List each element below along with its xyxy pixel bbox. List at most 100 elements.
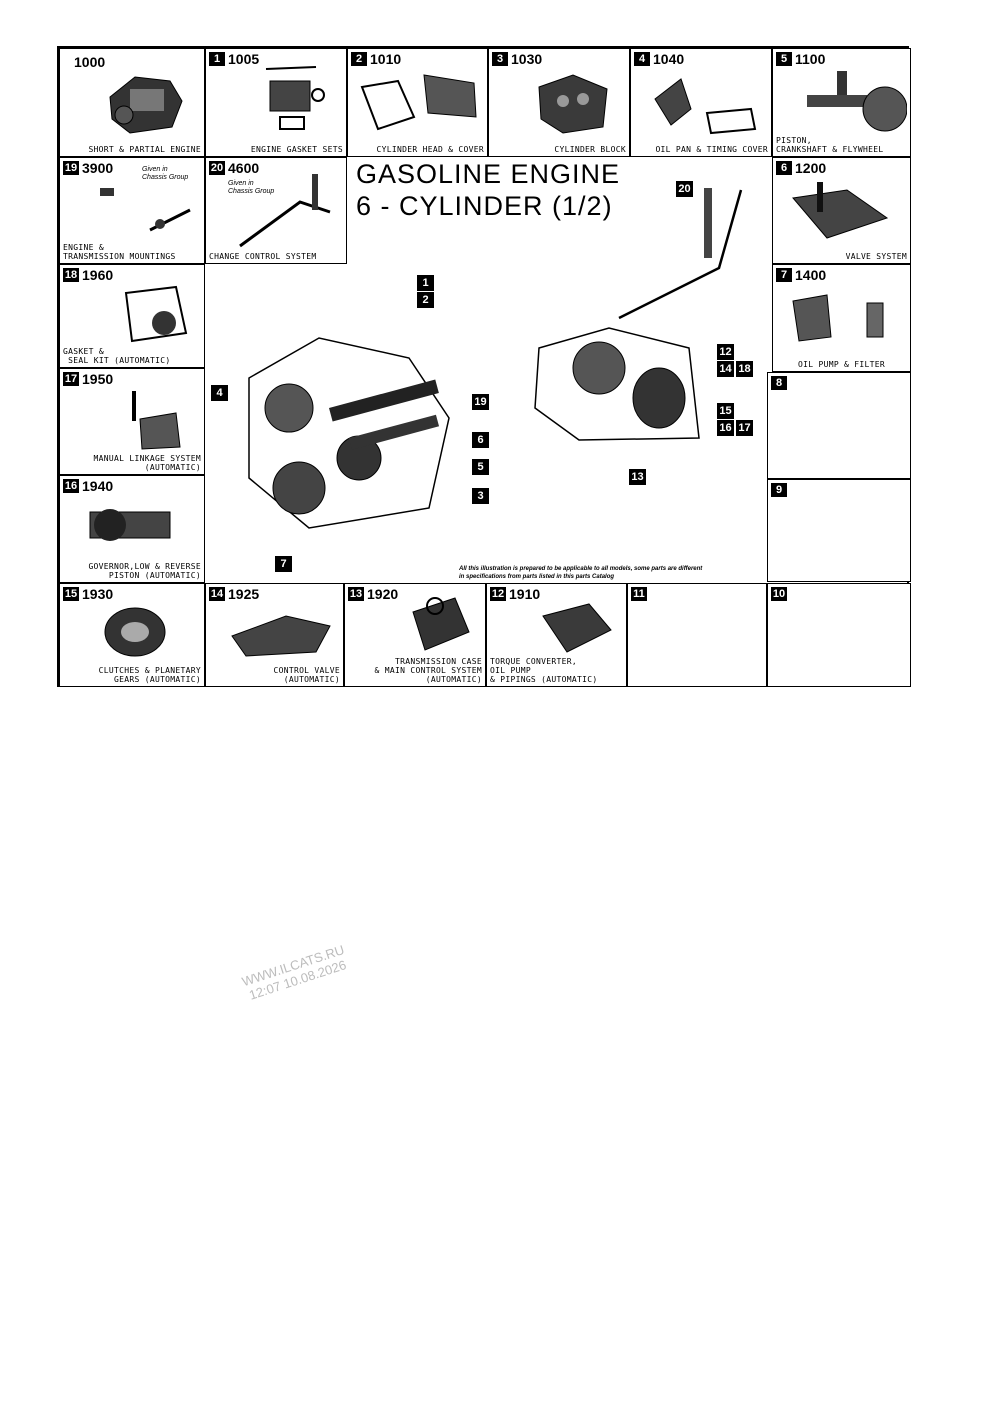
ref-badge: 3 (492, 52, 508, 66)
callout-5[interactable]: 5 (472, 459, 489, 475)
callout-2[interactable]: 2 (417, 292, 434, 308)
ref-badge: 17 (63, 372, 79, 386)
governor-illustration (89, 509, 171, 541)
valve-system-illustration (792, 182, 889, 239)
callout-20[interactable]: 20 (676, 181, 693, 197)
cell-label: MANUAL LINKAGE SYSTEM (AUTOMATIC) (93, 454, 201, 472)
transmission-case-illustration (412, 597, 470, 651)
callout-4[interactable]: 4 (211, 385, 228, 401)
cell-label: CHANGE CONTROL SYSTEM (209, 252, 317, 261)
given-in-note: Given in Chassis Group (142, 166, 189, 181)
ref-badge: 6 (776, 161, 792, 175)
oil-pan-illustration (654, 78, 757, 135)
cell-label: CYLINDER HEAD & COVER (376, 145, 484, 154)
transmission-assembly-diagram (534, 188, 743, 441)
ref-badge: 1 (209, 52, 225, 66)
cell-11[interactable]: 11 (627, 583, 767, 687)
crankshaft-illustration (807, 71, 907, 132)
oil-pump-illustration (792, 294, 884, 342)
engine-assembly-diagram (248, 337, 450, 529)
ref-badge: 20 (209, 161, 225, 175)
callout-16[interactable]: 16 (717, 420, 734, 436)
code: 1910 (509, 586, 541, 602)
code: 1920 (367, 586, 399, 602)
gasket-set-illustration (265, 66, 325, 130)
code: 4600 (228, 160, 260, 176)
ref-badge: 16 (63, 479, 79, 493)
ref-badge: 5 (776, 52, 792, 66)
cell-label: OIL PUMP & FILTER (798, 360, 885, 369)
page-title: GASOLINE ENGINE 6 - CYLINDER (1/2) (356, 159, 621, 221)
control-valve-illustration (231, 615, 331, 657)
cell-9[interactable]: 9 (767, 479, 911, 582)
cell-label: CYLINDER BLOCK (554, 145, 626, 154)
callout-15[interactable]: 15 (717, 403, 734, 419)
ref-badge: 8 (771, 376, 787, 390)
callout-13[interactable]: 13 (629, 469, 646, 485)
code: 1930 (82, 586, 114, 602)
callout-12[interactable]: 12 (717, 344, 734, 360)
callout-1[interactable]: 1 (417, 275, 434, 291)
callout-6[interactable]: 6 (472, 432, 489, 448)
clutch-gears-illustration (104, 607, 166, 657)
ref-badge: 19 (63, 161, 79, 175)
ref-badge: 11 (631, 587, 647, 601)
cell-1000[interactable]: 1000 SHORT & PARTIAL ENGINE (59, 48, 205, 157)
callout-7[interactable]: 7 (275, 556, 292, 572)
torque-converter-illustration (542, 603, 612, 653)
cell-label: PISTON, CRANKSHAFT & FLYWHEEL (776, 136, 884, 154)
code: 1925 (228, 586, 260, 602)
ref-badge: 14 (209, 587, 225, 601)
cell-label: GOVERNOR,LOW & REVERSE PISTON (AUTOMATIC… (88, 562, 201, 580)
code: 1005 (228, 51, 260, 67)
ref-badge: 18 (63, 268, 79, 282)
illustration-disclaimer: All this illustration is prepared to be … (459, 566, 703, 580)
ref-badge: 2 (351, 52, 367, 66)
cell-8[interactable]: 8 (767, 372, 911, 479)
cell-label: GASKET & SEAL KIT (AUTOMATIC) (63, 347, 171, 365)
code: 1400 (795, 267, 827, 283)
ref-badge: 13 (348, 587, 364, 601)
code: 1000 (74, 54, 106, 70)
engine-illustration (109, 76, 183, 134)
ref-badge: 12 (490, 587, 506, 601)
callout-18[interactable]: 18 (736, 361, 753, 377)
cell-label: TRANSMISSION CASE & MAIN CONTROL SYSTEM … (374, 657, 482, 684)
ref-badge: 7 (776, 268, 792, 282)
cell-label: CONTROL VALVE (AUTOMATIC) (273, 666, 340, 684)
cell-label: OIL PAN & TIMING COVER (655, 145, 768, 154)
cell-10[interactable]: 10 (767, 583, 911, 687)
ref-badge: 4 (634, 52, 650, 66)
code: 1100 (795, 51, 826, 67)
callout-19[interactable]: 19 (472, 394, 489, 410)
code: 1040 (653, 51, 685, 67)
callout-3[interactable]: 3 (472, 488, 489, 504)
code: 1030 (511, 51, 543, 67)
cell-label: TORQUE CONVERTER, OIL PUMP & PIPINGS (AU… (490, 657, 598, 684)
cell-label: SHORT & PARTIAL ENGINE (88, 145, 201, 154)
gasket-kit-illustration (124, 285, 188, 343)
cell-label: ENGINE GASKET SETS (250, 145, 343, 154)
code: 1940 (82, 478, 114, 494)
callout-14[interactable]: 14 (717, 361, 734, 377)
code: 1950 (82, 371, 114, 387)
code: 1010 (370, 51, 402, 67)
callout-17[interactable]: 17 (736, 420, 753, 436)
